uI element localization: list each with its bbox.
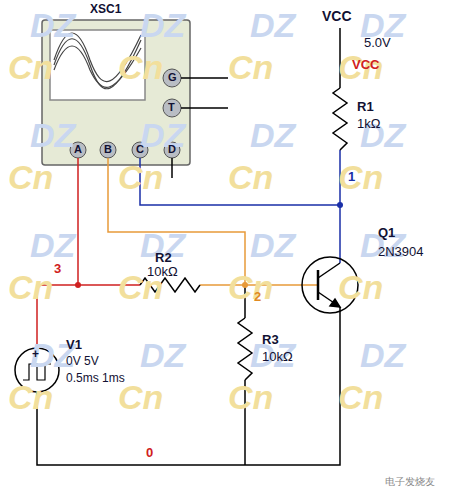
watermark: Cn — [338, 270, 383, 304]
part-value: 1kΩ — [357, 117, 380, 132]
junction-dot — [337, 202, 343, 208]
net-1-wire — [140, 150, 340, 263]
watermark: Cn — [228, 160, 273, 194]
watermark: 电子发烧友 — [385, 476, 435, 488]
part-value: 10kΩ — [147, 265, 178, 280]
part-value: 0.5ms 1ms — [66, 372, 125, 386]
part-name: R2 — [155, 251, 172, 266]
part-value: 0V 5V — [66, 355, 99, 369]
pin-name: G — [168, 71, 177, 84]
watermark: DZ — [140, 118, 185, 152]
watermark: Cn — [118, 50, 163, 84]
supply-name: VCC — [322, 8, 352, 24]
supply-net-name: VCC — [352, 58, 379, 73]
watermark: DZ — [30, 228, 75, 262]
pin-name: C — [136, 143, 144, 156]
pin-name: T — [168, 101, 175, 114]
watermark: DZ — [250, 228, 295, 262]
wires — [37, 28, 340, 465]
net-number: 3 — [54, 262, 61, 277]
watermark: DZ — [250, 8, 295, 42]
watermark: DZ — [250, 118, 295, 152]
watermark: DZ — [30, 118, 75, 152]
resistor-symbol — [238, 318, 252, 380]
watermark: Cn — [228, 270, 273, 304]
part-name: V1 — [66, 338, 82, 353]
part-name: R3 — [262, 333, 279, 348]
pin-name: D — [168, 143, 176, 156]
net-number: 2 — [254, 290, 261, 305]
part-name: R1 — [357, 100, 374, 115]
watermark: Cn — [338, 160, 383, 194]
supply-voltage: 5.0V — [364, 36, 391, 51]
part-value: 2N3904 — [378, 245, 424, 260]
net-2-wire — [108, 158, 318, 285]
net-number: 0 — [146, 446, 153, 461]
watermark: Cn — [8, 380, 53, 414]
polarity-mark: + — [32, 348, 39, 362]
watermark: DZ — [360, 338, 405, 372]
watermark: DZ — [140, 338, 185, 372]
watermark: Cn — [228, 380, 273, 414]
part-value: 10kΩ — [262, 350, 293, 365]
part-name: Q1 — [378, 226, 395, 241]
pin-name: A — [74, 143, 82, 156]
watermark: Cn — [8, 270, 53, 304]
watermark: Cn — [228, 50, 273, 84]
instrument-name: XSC1 — [90, 3, 121, 17]
watermark: Cn — [118, 380, 163, 414]
watermark: Cn — [8, 50, 53, 84]
resistor-symbol — [333, 88, 347, 150]
watermark: Cn — [338, 380, 383, 414]
pin-name: B — [104, 143, 112, 156]
junction-dot — [75, 282, 81, 288]
watermark: Cn — [8, 160, 53, 194]
watermark: DZ — [140, 8, 185, 42]
watermark: DZ — [30, 8, 75, 42]
watermark: Cn — [118, 160, 163, 194]
net-number: 1 — [348, 170, 355, 185]
